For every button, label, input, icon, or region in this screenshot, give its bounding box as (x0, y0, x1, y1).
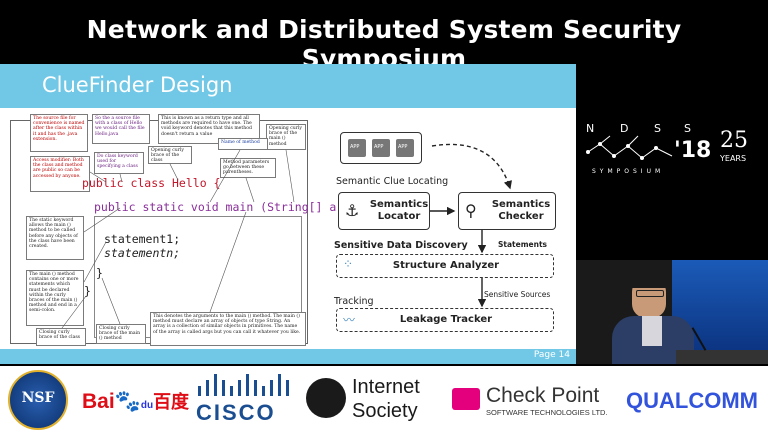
annotation-method-name: Name of method (218, 138, 268, 150)
annotation-file-name: So the a source file with a class of Hel… (92, 114, 150, 144)
annotation-main-brace: Opening curly brace of the main () metho… (266, 124, 306, 150)
qualcomm-logo: QUALCOMM (626, 388, 758, 413)
nsf-logo-text: NSF (21, 390, 55, 406)
trend-icon: 〰 (343, 313, 356, 327)
anchor-icon: ⚓ (345, 201, 360, 220)
checkpoint-text-1: Check Point (486, 384, 600, 407)
ndss-years-label: YEARS (720, 154, 747, 163)
nsf-logo: NSF (8, 370, 68, 430)
semantics-locator-label: Semantics Locator (369, 199, 429, 222)
internet-society-text-1: Internet (352, 376, 420, 398)
ndss-network-graphic (586, 135, 673, 160)
ndss-letter-n: N (586, 122, 595, 135)
annotation-access-modifier: Access modifier: Both the class and meth… (30, 156, 90, 192)
annotation-class-keyword: Do class keyword used for specifying a c… (94, 152, 144, 174)
sponsor-bar: NSF Bai🐾du百度 CISCO Internet Society Chec… (0, 366, 768, 432)
ndss-letter-s2: S (684, 122, 691, 135)
speaker-hair (630, 272, 668, 288)
cluefinder-architecture-diagram: APP APP APP Semantic Clue Locating ⚓ Sem… (332, 132, 564, 354)
podium (676, 350, 768, 364)
code-statement-1: statement1; (104, 232, 181, 246)
presentation-slide: ClueFinder Design The source file for co… (0, 64, 576, 364)
annotation-main-close: Closing curly brace of the main () metho… (96, 324, 146, 344)
speaker-shirt (642, 316, 662, 346)
annotation-args: This denotes the arguments to the main (… (150, 312, 306, 346)
semantics-locator-box: ⚓ Semantics Locator (338, 192, 430, 230)
annotation-statements: The main () method contains one or more … (26, 270, 84, 326)
baidu-logo: Bai🐾du百度 (82, 388, 189, 414)
ndss-logo: N D S S '18 25 YEARS SYMPOSIUM (580, 122, 766, 178)
code-main-close: } (96, 266, 103, 280)
baidu-logo-bai: Bai (82, 390, 115, 413)
annotation-pointers (61, 149, 295, 329)
java-code-figure: The source file for convenience is named… (10, 112, 378, 347)
ndss-symposium: SYMPOSIUM (592, 168, 665, 175)
structure-analyzer-label: Structure Analyzer (392, 260, 500, 271)
diagram-arrows (430, 143, 512, 308)
internet-society-icon (306, 378, 346, 418)
slide-header: ClueFinder Design (0, 64, 576, 108)
cisco-logo-text: CISCO (196, 400, 276, 425)
annotation-method-params: Method parameters go between these paren… (220, 158, 276, 178)
event-title-bar: Network and Distributed System Security … (0, 0, 768, 73)
code-class-declaration: public class Hello { (82, 176, 221, 190)
paw-icon: 🐾 (114, 390, 141, 413)
ndss-letter-d: D (620, 122, 629, 135)
ndss-year: '18 (674, 138, 712, 163)
annotation-class-brace: Opening curly brace of the class (148, 146, 192, 164)
semantics-checker-label: Semantics Checker (491, 199, 551, 222)
section-semantic-clue-locating: Semantic Clue Locating (336, 176, 449, 187)
scatter-icon: ⁘ (343, 257, 354, 271)
apk-icon-1: APP (348, 139, 366, 157)
code-statement-n: statementn; (104, 246, 181, 260)
semantics-checker-box: ⚲ Semantics Checker (458, 192, 556, 230)
ndss-25: 25 (720, 128, 748, 153)
speaker-video (576, 260, 768, 364)
apk-label: APP (398, 144, 408, 150)
baidu-logo-cn: 百度 (153, 392, 190, 413)
code-main-declaration: public static void main (String[] args) … (94, 200, 378, 214)
speaker-glasses (636, 290, 664, 297)
checkpoint-text-2: SOFTWARE TECHNOLOGIES LTD. (486, 408, 608, 417)
slide-footer: Page 14 (0, 349, 576, 364)
annotation-class-close: Closing curly brace of the class (36, 328, 86, 346)
section-tracking: Tracking (334, 296, 374, 307)
slide-page-number: Page 14 (533, 350, 570, 360)
structure-analyzer-box: ⁘ Structure Analyzer (336, 254, 554, 278)
magnifier-icon: ⚲ (465, 201, 477, 220)
leakage-tracker-label: Leakage Tracker (399, 314, 493, 325)
apk-label: APP (350, 144, 360, 150)
slide-title: ClueFinder Design (42, 73, 233, 97)
section-sensitive-data-discovery: Sensitive Data Discovery (334, 240, 468, 251)
event-title: Network and Distributed System Security … (86, 15, 682, 73)
code-class-close: } (84, 284, 91, 298)
ndss-letter-s1: S (654, 122, 661, 135)
cisco-logo: CISCO (196, 374, 296, 426)
apk-icon-3: APP (396, 139, 414, 157)
apk-label: APP (374, 144, 384, 150)
label-sensitive-sources: Sensitive Sources (484, 290, 551, 299)
baidu-logo-du: du (140, 400, 154, 411)
cisco-bars-icon (198, 374, 289, 396)
apk-icon-2: APP (372, 139, 390, 157)
leakage-tracker-box: 〰 Leakage Tracker (336, 308, 554, 332)
label-statements: Statements (498, 240, 548, 249)
checkpoint-icon (452, 388, 480, 410)
internet-society-text-2: Society (352, 400, 418, 422)
annotation-static-keyword: The static keyword allows the main () me… (26, 216, 84, 260)
annotation-source-file: The source file for convenience is named… (30, 114, 88, 152)
